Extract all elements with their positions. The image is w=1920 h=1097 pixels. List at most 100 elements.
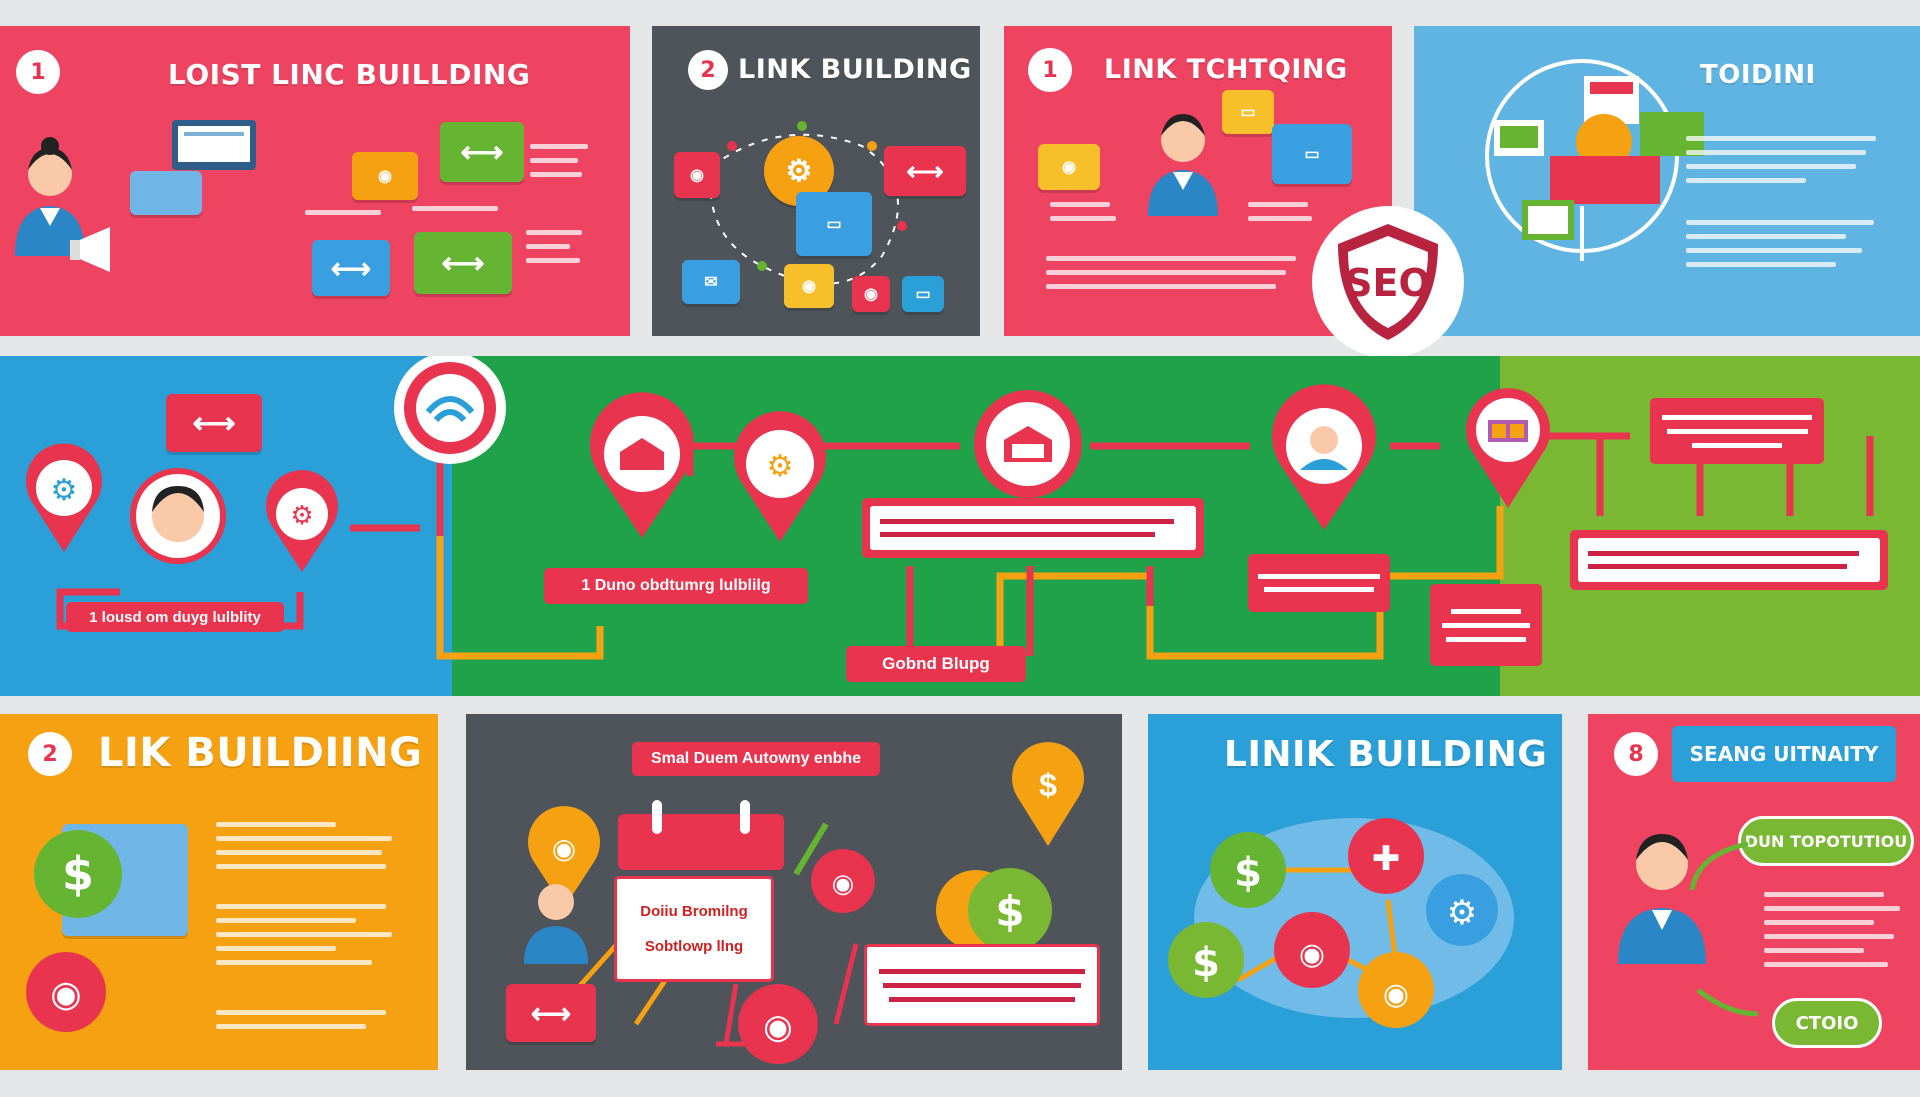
text-block: [1248, 202, 1318, 221]
person-icon: [1148, 114, 1218, 216]
info-card: [1650, 398, 1824, 464]
icon-tile: ◉: [1038, 144, 1100, 190]
curved-arrow: [1689, 841, 1759, 1017]
location-pin-icon: [590, 392, 694, 538]
location-icon: ◉: [738, 984, 818, 1064]
arrow-tile: ⟷: [506, 984, 596, 1042]
calendar-icon: [618, 800, 784, 870]
panel-7: LINIK BUILDING $ ✚ ⚙ $ ◉ ◉: [1148, 714, 1562, 1070]
arrow-tile: ⟷: [440, 122, 524, 182]
info-card: [1248, 554, 1390, 612]
svg-text:◉: ◉: [1383, 978, 1409, 1011]
text-block: [1764, 892, 1904, 967]
monitor-icon: [172, 120, 256, 170]
location-pin-icon: ⚙: [266, 470, 338, 572]
text-block: [216, 1010, 396, 1029]
person-avatar-icon: [130, 468, 226, 564]
step-number: 1: [1028, 48, 1072, 92]
panel-2: 2 LINK BUILDING ◉ ⚙ ⟷ ▭ ✉ ◉ ◉ ▭: [652, 26, 980, 336]
svg-text:$: $: [62, 847, 94, 901]
svg-text:✚: ✚: [1372, 840, 1401, 878]
icon-tile: ◉: [674, 152, 720, 198]
svg-text:⚙: ⚙: [51, 474, 78, 507]
icon-tile: ▭: [902, 276, 944, 312]
step-number: 1: [16, 50, 60, 94]
panel-4: TOIDINI: [1414, 26, 1920, 336]
monitor-tile: ▭: [796, 192, 872, 256]
banner-label: Smal Duem Autowny enbhe: [632, 742, 880, 776]
svg-text:$: $: [995, 887, 1024, 936]
seo-shield-icon: SEO: [1312, 206, 1464, 358]
info-card: [1570, 530, 1888, 590]
svg-text:◉: ◉: [1299, 938, 1325, 971]
network-diagram: $ ✚ ⚙ $ ◉ ◉: [1168, 818, 1514, 1028]
icon-tile: ◉: [852, 276, 890, 312]
step-label: 1 lousd om duyg lulblity: [66, 602, 284, 632]
card-line: Doiiu Bromilng: [640, 903, 748, 920]
panel-title: LIK BUILDIING: [98, 730, 423, 776]
panel-8: 8 SEANG UITNAITY DUN TOPOTUTIOU CTOIO: [1588, 714, 1920, 1070]
text-block: [1686, 136, 1886, 183]
seo-label: SEO: [1345, 261, 1431, 305]
dollar-icon: $: [936, 868, 1052, 952]
svg-text:◉: ◉: [50, 973, 81, 1014]
svg-text:⚙: ⚙: [1447, 894, 1477, 932]
location-icon: ◉: [26, 952, 106, 1032]
text-block: [1050, 202, 1120, 221]
panel-6: Smal Duem Autowny enbhe ◉ Doiiu Bromilng…: [466, 714, 1122, 1070]
signal-icon: [394, 356, 506, 464]
arrow-tile: ⟷: [414, 232, 512, 294]
svg-text:◉: ◉: [552, 833, 576, 864]
location-pin-icon: ◉: [528, 806, 600, 908]
pill-badge: CTOIO: [1772, 998, 1882, 1048]
svg-text:◉: ◉: [832, 868, 855, 898]
text-block: [1046, 256, 1306, 289]
arrow-tile: ⟷: [884, 146, 966, 196]
cycle-diagram: [1485, 59, 1704, 261]
location-pin-icon: [1272, 384, 1376, 530]
title-button[interactable]: SEANG UITNAITY: [1672, 726, 1896, 782]
svg-text:◉: ◉: [763, 1008, 793, 1046]
link-chain-icon: [709, 121, 907, 285]
location-pin-icon: ⚙: [734, 411, 826, 542]
svg-text:$: $: [1234, 850, 1262, 896]
screen-card: [130, 171, 202, 215]
location-pin-icon: ⚙: [26, 443, 102, 552]
dollar-icon: $: [34, 830, 122, 918]
location-pin-icon: [1466, 388, 1550, 508]
panel-5: 2 LIK BUILDIING $ ◉: [0, 714, 438, 1070]
info-card: [862, 498, 1204, 558]
panel-1: 1 LOIST LINC BUILLDING ◉ ⟷ ⟷ ⟷: [0, 26, 630, 336]
calendar-card: Doiiu Bromilng Sobtlowp llng: [614, 876, 774, 982]
info-card: [864, 944, 1100, 1026]
bank-icon: [974, 390, 1082, 498]
location-pin-icon: $: [1012, 742, 1084, 846]
panel-title: LOIST LINC BUILLDING: [168, 58, 531, 91]
info-card: [1430, 584, 1542, 666]
icon-tile: ◉: [352, 152, 418, 200]
panel-title: TOIDINI: [1700, 60, 1816, 90]
text-block: [305, 210, 385, 215]
envelope-tile: ✉: [682, 260, 740, 304]
panel-title: LINIK BUILDING: [1224, 734, 1548, 775]
text-block: [1686, 220, 1886, 267]
card-line: Sobtlowp llng: [644, 938, 744, 955]
megaphone-icon: [70, 227, 110, 272]
person-icon: [1618, 834, 1706, 964]
person-icon: [524, 884, 588, 964]
panel-title: LINK BUILDING: [738, 54, 972, 85]
icon-tile: ◉: [784, 264, 834, 308]
step-label: 1 Duno obdtumrg lulblilg: [544, 568, 808, 604]
flow-strip: ⟷ ⚙ ⚙ ⚙ 1 lousd om duyg lulblity 1 Duno …: [0, 356, 1920, 696]
svg-text:$: $: [1039, 767, 1057, 803]
person-icon: [15, 137, 85, 256]
svg-text:⚙: ⚙: [767, 450, 794, 483]
panel-title: LINK TCHTQING: [1104, 54, 1348, 85]
icon-tile: ▭: [1222, 90, 1274, 134]
text-block: [216, 822, 396, 869]
speech-bubble: DUN TOPOTUTIOU: [1738, 816, 1914, 866]
text-block: [530, 144, 590, 177]
text-block: [412, 206, 502, 211]
text-block: [526, 230, 586, 263]
arrow-tile: ⟷: [166, 394, 262, 452]
